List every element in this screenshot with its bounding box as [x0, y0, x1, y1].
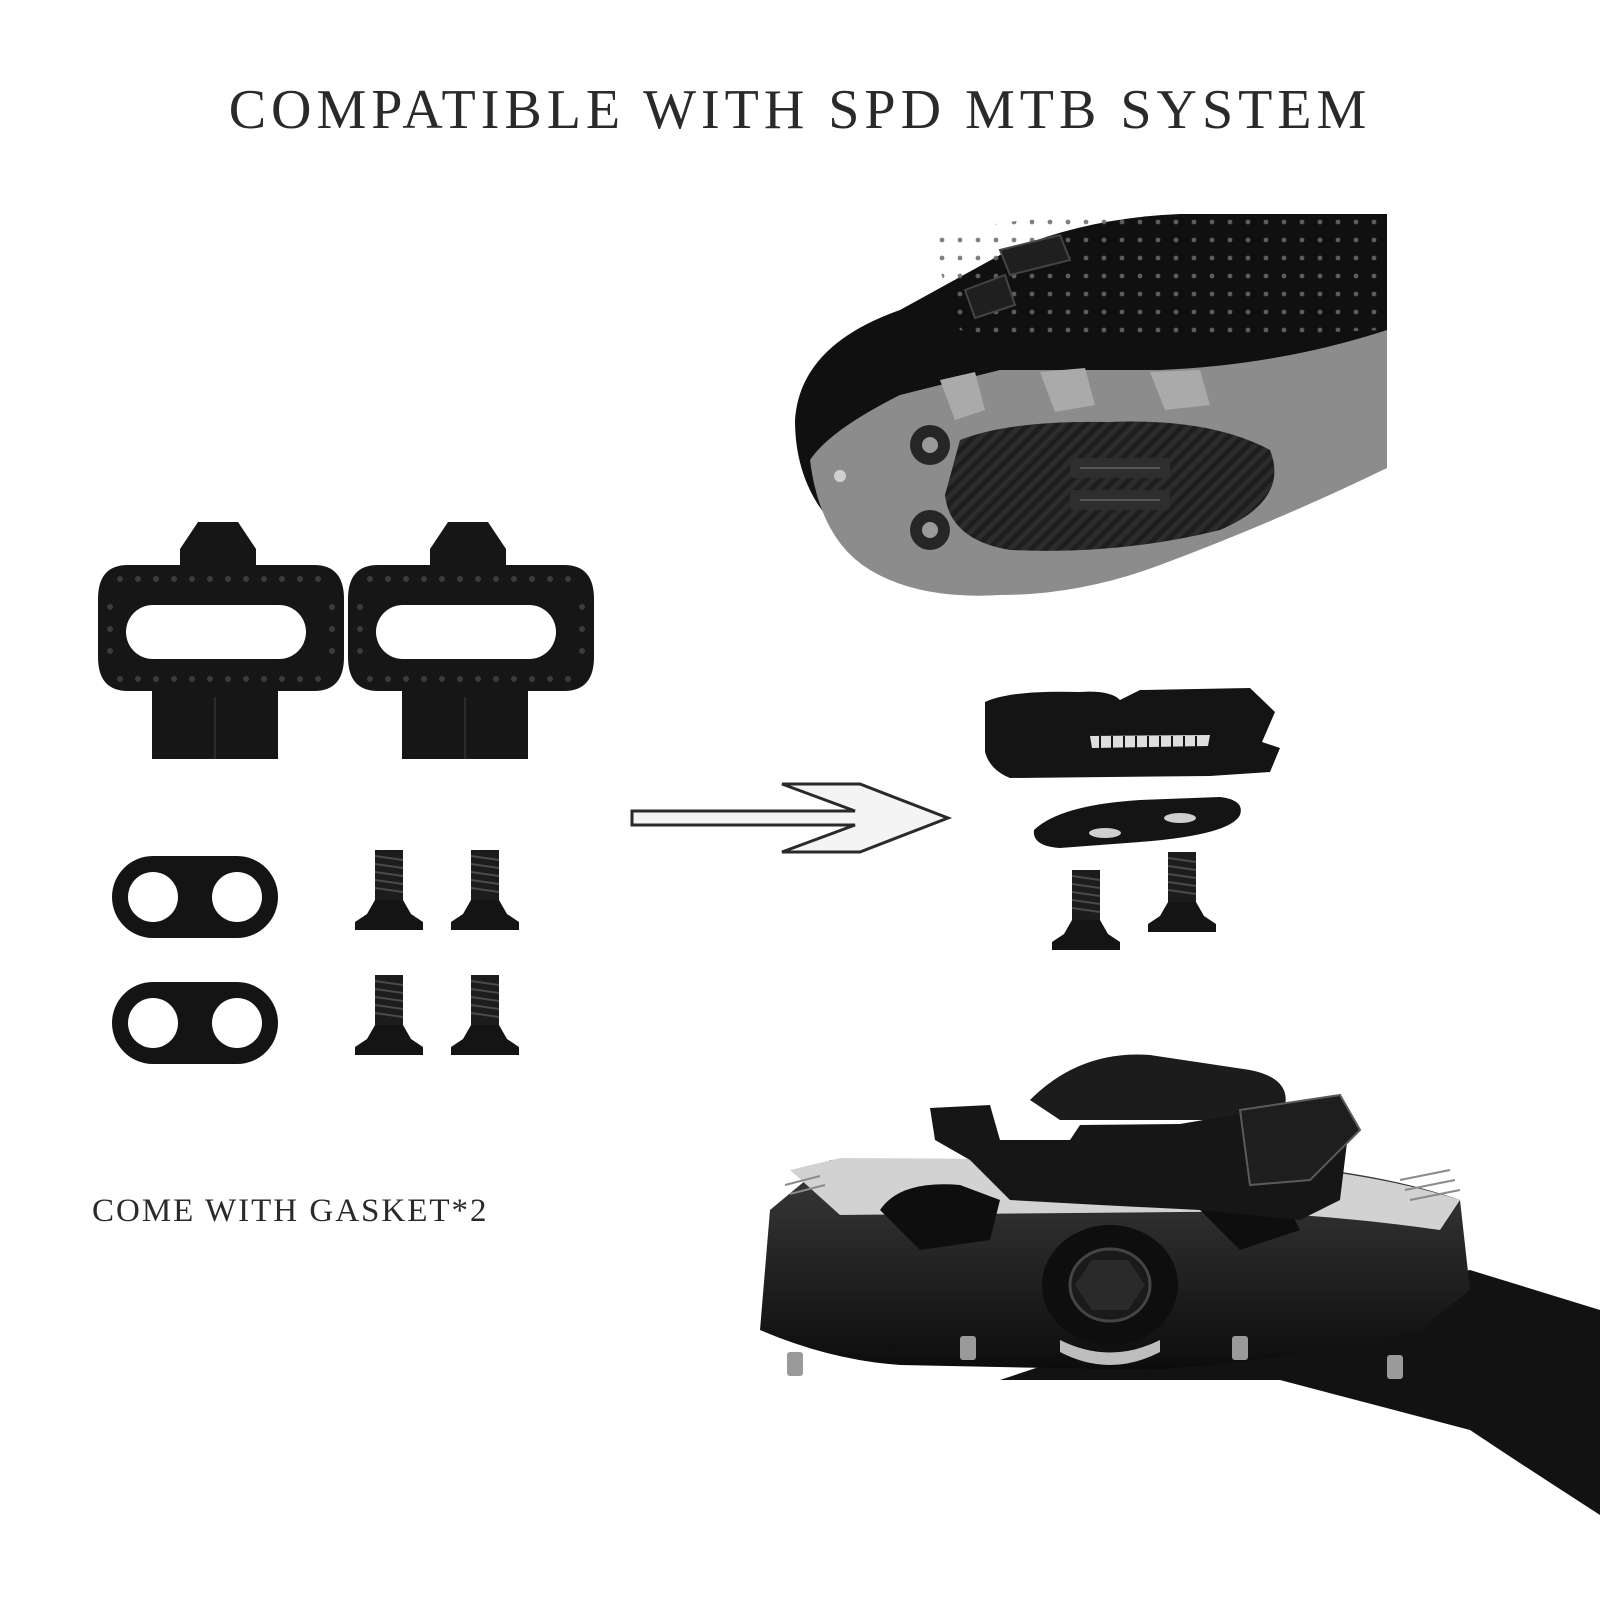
pedal-icon	[760, 1054, 1600, 1515]
page-title: COMPATIBLE WITH SPD MTB SYSTEM	[228, 79, 1372, 141]
cleat-side-view	[985, 688, 1280, 778]
bolt-2	[450, 849, 520, 931]
cleat-left	[97, 521, 345, 760]
bolt-side-right	[1147, 851, 1217, 933]
gasket-bottom	[112, 982, 278, 1064]
arrow-right-icon	[630, 782, 953, 854]
bolt-1	[354, 849, 424, 931]
bolt-side-left	[1051, 869, 1121, 951]
cleat-right	[347, 521, 595, 760]
gasket-caption: COME WITH GASKET*2	[92, 1193, 489, 1229]
shoe-sole-icon	[795, 210, 1387, 596]
gasket-top	[112, 856, 278, 938]
bolt-4	[450, 974, 520, 1056]
gasket-side-view	[1033, 797, 1241, 848]
bolt-3	[354, 974, 424, 1056]
